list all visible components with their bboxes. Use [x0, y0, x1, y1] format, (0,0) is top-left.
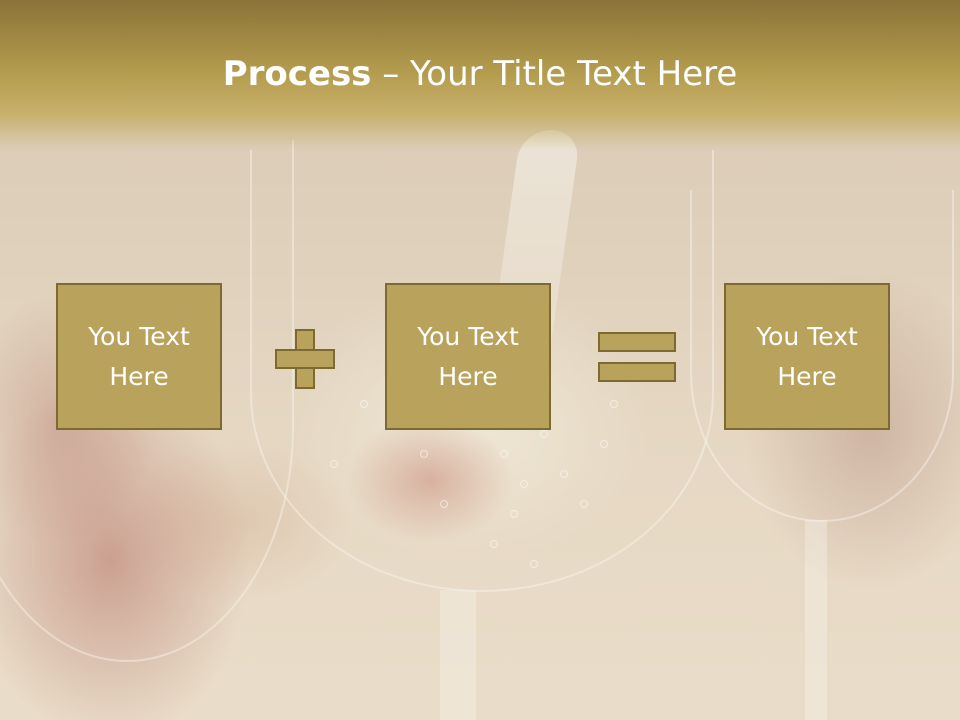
- process-box-2-text: You Text Here: [417, 321, 519, 391]
- title-rest: – Your Title Text Here: [371, 54, 738, 94]
- title-bold: Process: [222, 54, 372, 94]
- wine-glass-right: [690, 190, 954, 522]
- slide-title: Process – Your Title Text Here: [0, 52, 960, 96]
- equals-icon: [598, 332, 676, 384]
- process-box-1: You Text Here: [56, 283, 222, 430]
- process-box-2: You Text Here: [385, 283, 551, 430]
- plus-icon: [275, 329, 335, 389]
- glass-stem-right: [805, 520, 827, 720]
- process-box-1-text: You Text Here: [88, 321, 190, 391]
- process-box-3-text: You Text Here: [756, 321, 858, 391]
- glass-stem-center: [440, 590, 476, 720]
- process-box-3: You Text Here: [724, 283, 890, 430]
- title-band: [0, 0, 960, 150]
